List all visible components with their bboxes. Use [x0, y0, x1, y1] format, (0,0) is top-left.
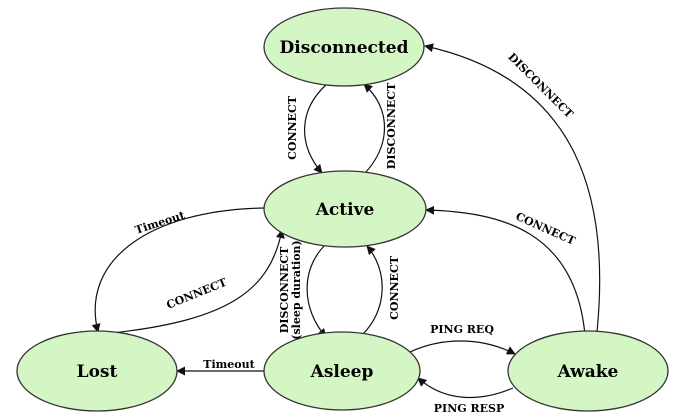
- state-lost: Lost: [16, 330, 178, 412]
- label-active-to-asleep-line2: (sleep duration): [290, 240, 303, 340]
- state-disconnected-label: Disconnected: [280, 38, 409, 58]
- edge-active-to-asleep: [306, 244, 327, 338]
- label-awake-to-disconnected: DISCONNECT: [505, 50, 576, 121]
- state-asleep: Asleep: [263, 331, 421, 411]
- label-asleep-to-awake: PING REQ: [430, 323, 494, 336]
- label-active-to-disconnected: DISCONNECT: [385, 82, 398, 169]
- state-awake-label: Awake: [557, 362, 619, 382]
- label-lost-to-active: CONNECT: [165, 275, 230, 311]
- state-disconnected: Disconnected: [263, 7, 425, 87]
- edge-asleep-to-active: [361, 245, 383, 336]
- state-asleep-label: Asleep: [310, 362, 374, 382]
- state-active-label: Active: [315, 200, 375, 220]
- edge-awake-to-active: [425, 205, 586, 336]
- label-disconnected-to-active: CONNECT: [286, 95, 299, 160]
- label-asleep-to-lost: Timeout: [203, 358, 255, 371]
- edge-lost-to-active: [111, 229, 285, 334]
- edge-disconnected-to-active: [304, 83, 328, 174]
- edge-asleep-to-awake: [409, 340, 516, 355]
- edge-awake-to-disconnected: [424, 43, 601, 333]
- state-active: Active: [263, 170, 427, 248]
- edge-active-to-lost: [91, 207, 265, 333]
- label-awake-to-asleep: PING RESP: [434, 402, 504, 415]
- state-lost-label: Lost: [77, 362, 118, 382]
- label-awake-to-active: CONNECT: [514, 210, 578, 248]
- state-awake: Awake: [507, 330, 669, 412]
- label-asleep-to-active: CONNECT: [388, 255, 401, 320]
- label-active-to-asleep-line1: DISCONNECT: [278, 246, 291, 333]
- edge-awake-to-asleep: [417, 377, 514, 399]
- label-active-to-lost: Timeout: [133, 208, 187, 237]
- edge-active-to-disconnected: [363, 83, 385, 173]
